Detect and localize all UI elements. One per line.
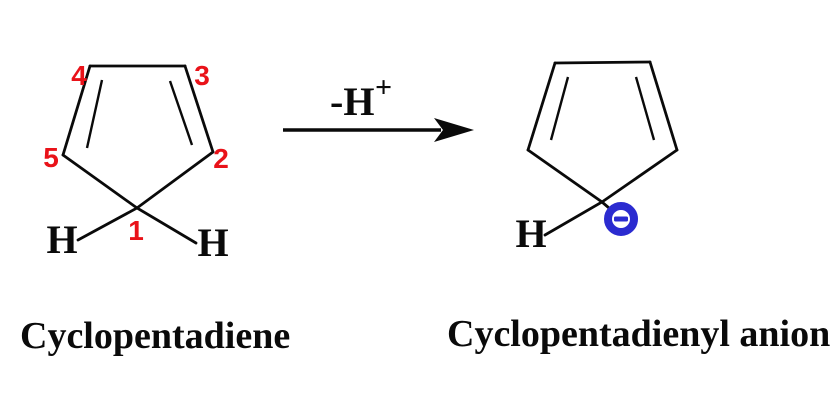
bond-c4-c5 [61,64,92,157]
atom-number-4: 4 [71,60,87,91]
anion-hydrogen-label: H [515,211,546,256]
cyclopentadiene-structure: 1 2 3 4 5 H H [43,60,229,265]
arrow-head-icon [434,118,474,142]
bond-c2-c1-h [76,150,215,242]
anion-bond-top [553,60,652,65]
anion-bond-right [648,60,679,152]
hydrogen-label-left: H [46,217,77,262]
reaction-arrow: -H + [283,71,474,142]
anion-double-bond-right-inner [634,76,656,141]
arrow-condition-superscript: + [375,71,392,104]
minus-charge-icon [604,202,638,236]
anion-bond-lowerright-to-h [543,148,679,237]
atom-number-2: 2 [213,143,229,174]
charge-minus-bar [614,216,628,222]
bond-c3-c2 [183,64,215,154]
cyclopentadienyl-anion-structure: H [515,60,679,256]
anion-double-bond-left-inner [549,76,570,141]
atom-number-3: 3 [194,60,210,91]
left-molecule-caption: Cyclopentadiene [20,315,290,357]
double-bond-c4-c5-inner [85,79,104,149]
anion-bond-left [526,61,557,152]
anion-bond-lowerleft-to-charge [526,148,611,210]
atom-number-1: 1 [128,215,144,246]
atom-number-5: 5 [43,142,59,173]
hydrogen-label-right: H [197,220,228,265]
double-bond-c3-c2-inner [168,80,194,146]
arrow-condition-label: -H [330,79,374,124]
right-molecule-caption: Cyclopentadienyl anion [447,313,830,355]
